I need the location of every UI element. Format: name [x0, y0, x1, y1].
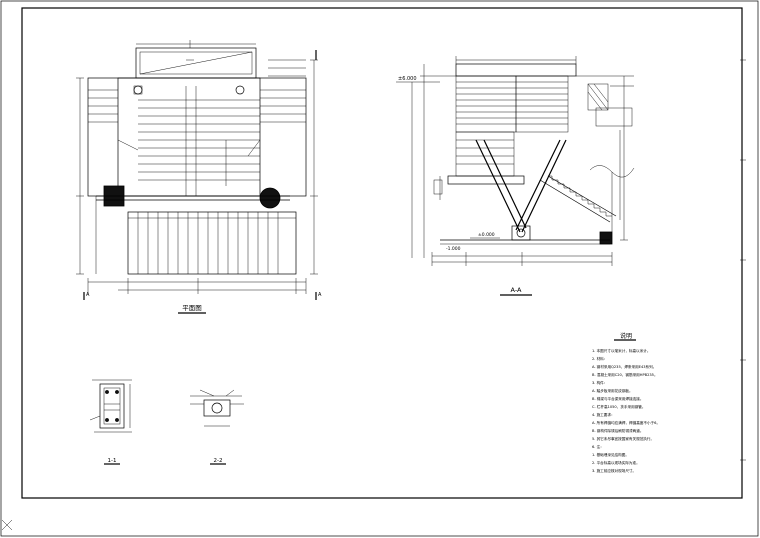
note-line: 3. 构件：	[592, 380, 607, 385]
note-line: 5. 其它未尽事宜按国家有关规范执行。	[592, 436, 654, 441]
note-line: B. 混凝土采用C20，钢筋采用HPB235。	[592, 372, 658, 377]
note-line: A. 钢材采用Q235，焊条采用E43系列。	[592, 364, 656, 369]
note-line: 3. 施工前应核对现场尺寸。	[592, 468, 636, 473]
note-line: A. 踏步板采用花纹钢板。	[592, 388, 633, 393]
plan-cut-mark-left: A	[86, 292, 90, 298]
detail-2-2: 2-2	[190, 389, 244, 465]
note-line: B. 梯梁与平台梁采用焊接连接。	[592, 396, 643, 401]
plan-view-title: 平面图	[182, 304, 202, 312]
section-elevation-top: ±6.000	[398, 76, 417, 82]
general-notes: 说明 1. 本图尺寸以毫米计，标高以米计。 2. 材料： A. 钢材采用Q235…	[592, 332, 660, 473]
note-line: 2. 材料：	[592, 356, 607, 361]
section-elevation-bottom: -1.000	[446, 246, 461, 252]
note-line: 2. 平台标高以现场实际为准。	[592, 460, 640, 465]
plan-cut-mark-right: A	[318, 292, 322, 298]
section-mid-treads	[456, 139, 514, 165]
section-view-title: A-A	[511, 286, 523, 294]
plan-column-right	[259, 187, 281, 209]
notes-title: 说明	[620, 332, 632, 340]
section-lower-flight	[539, 175, 617, 245]
note-line: B. 钢构件除锈后刷防锈漆两道。	[592, 428, 643, 433]
section-upper-treads	[456, 81, 568, 125]
section-aa-view: ±6.000	[396, 56, 635, 296]
note-line: 1. 基础埋深见结构图。	[592, 452, 629, 457]
detail-1-1-title: 1-1	[108, 458, 117, 464]
note-line: 6. 注：	[592, 444, 604, 449]
note-line: A. 所有焊缝均应满焊，焊缝高度不小于6。	[592, 420, 660, 425]
note-line: C. 栏杆高1050，扶手采用钢管。	[592, 404, 645, 409]
note-line: 4. 施工要求：	[592, 412, 615, 417]
detail-2-2-title: 2-2	[214, 458, 223, 464]
detail-1-1: 1-1	[89, 379, 132, 465]
section-elevation-mid: ±0.000	[478, 232, 495, 238]
plan-view: A A 平面图	[76, 40, 322, 314]
plan-lower-flight-treads	[128, 212, 296, 274]
note-line: 1. 本图尺寸以毫米计，标高以米计。	[592, 348, 650, 353]
plan-upper-flight-treads	[138, 86, 260, 196]
